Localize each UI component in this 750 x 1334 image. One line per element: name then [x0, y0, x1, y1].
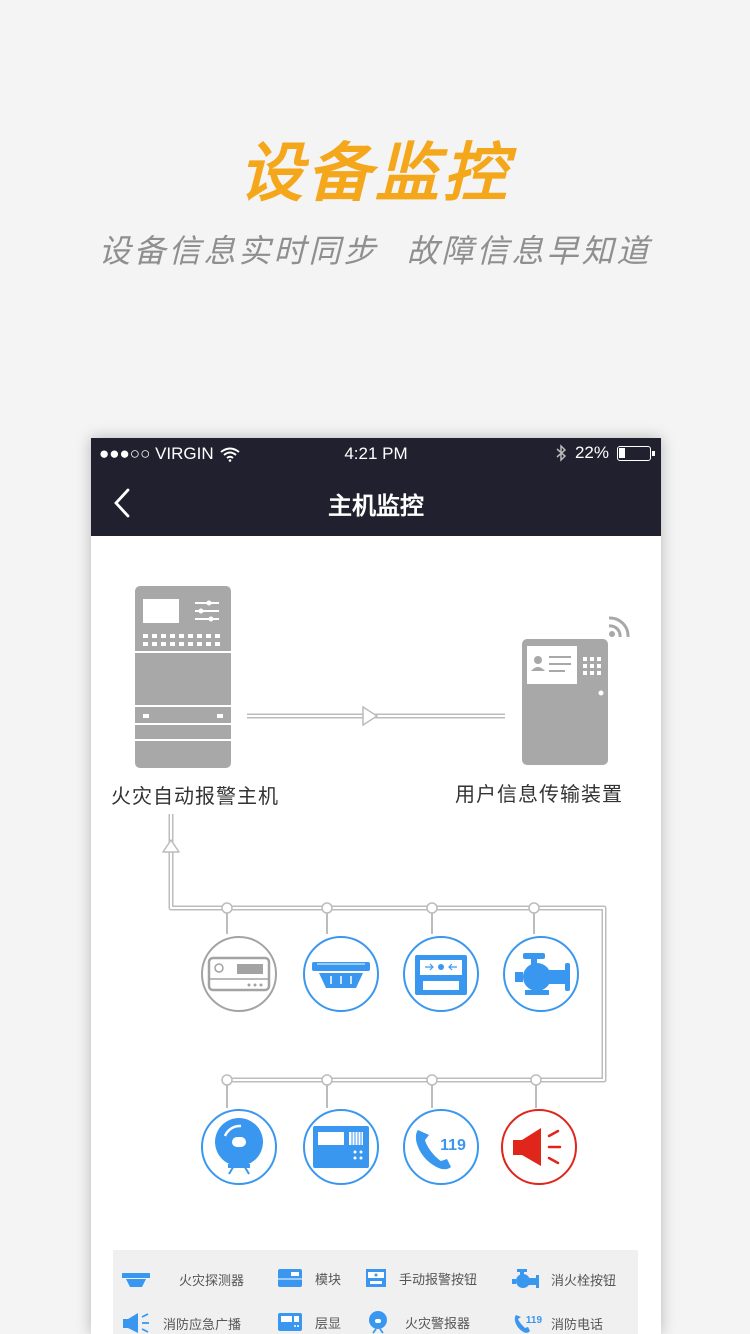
legend-item-detector: 火灾探测器	[121, 1270, 244, 1289]
hydrant-button-icon	[512, 1269, 539, 1288]
legend-label: 消防应急广播	[163, 1317, 242, 1333]
promo-sub-left: 设备信息实时同步	[98, 232, 379, 270]
module-device-icon[interactable]	[201, 936, 277, 1012]
phone-number-label: 119	[440, 1137, 466, 1154]
module-icon	[278, 1269, 302, 1287]
floor-display-device-icon[interactable]	[303, 1109, 379, 1185]
alarm-bell-device-icon[interactable]	[201, 1109, 277, 1185]
manual-button-icon	[366, 1269, 386, 1287]
legend-label: 消火栓按钮	[551, 1273, 617, 1289]
legend-label: 火灾警报器	[405, 1316, 471, 1332]
promo-headline: 设备监控	[239, 137, 511, 211]
status-bar: ●●●○○ VIRGIN 4:21 PM 22%	[91, 438, 661, 470]
carrier-label: ●●●○○ VIRGIN	[99, 444, 214, 463]
legend-label: 手动报警按钮	[399, 1272, 478, 1288]
battery-level	[619, 447, 626, 458]
battery-icon	[617, 445, 655, 461]
legend-panel: 火灾探测器 模块 手动报警按钮 消火栓按钮 消防应急广播 层显 火灾警报器 11…	[113, 1250, 638, 1334]
manual-button-device-icon[interactable]	[403, 936, 479, 1012]
host-cabinet-icon	[135, 586, 231, 768]
legend-item-manual-button: 手动报警按钮	[365, 1268, 477, 1288]
wireless-signal-icon	[608, 616, 630, 638]
legend-label: 模块	[315, 1272, 342, 1288]
floor-display-icon	[278, 1313, 302, 1331]
alarm-bell-icon	[369, 1311, 387, 1334]
back-button[interactable]	[111, 486, 135, 520]
legend-label: 火灾探测器	[179, 1274, 245, 1289]
legend-label: 消防电话	[551, 1317, 604, 1333]
promo-subline: 设备信息实时同步故障信息早知道	[0, 226, 750, 272]
legend-item-hydrant-button: 消火栓按钮	[511, 1268, 616, 1290]
diagram-canvas: 119	[135, 586, 630, 1185]
system-diagram: 119 火灾自动报警主机 用户信息传输装置	[91, 536, 661, 1256]
carrier-info: ●●●○○ VIRGIN	[99, 444, 240, 464]
broadcast-icon	[123, 1313, 149, 1333]
user-device-label: 用户信息传输装置	[455, 782, 623, 806]
host-label: 火灾自动报警主机	[111, 784, 279, 808]
battery-percent: 22%	[574, 443, 609, 462]
promo-sub-right: 故障信息早知道	[406, 232, 652, 270]
legend-label: 层显	[315, 1316, 342, 1332]
page-title: 主机监控	[328, 492, 424, 520]
bluetooth-icon	[556, 444, 567, 462]
legend-item-broadcast: 消防应急广播	[121, 1312, 241, 1334]
detector-device-icon[interactable]	[303, 936, 379, 1012]
hydrant-button-device-icon[interactable]	[503, 936, 579, 1012]
legend-phone-number: 119	[526, 1315, 543, 1326]
host-to-user-link	[247, 705, 505, 727]
status-right: 22%	[555, 443, 655, 463]
bus-lines	[162, 814, 607, 1108]
detector-icon	[122, 1272, 150, 1287]
legend-item-floor-display: 层显	[277, 1312, 341, 1332]
top-bar: ●●●○○ VIRGIN 4:21 PM 22% 主机监控	[91, 438, 661, 536]
wifi-icon	[220, 447, 240, 462]
transmission-device-icon	[522, 639, 608, 765]
status-time: 4:21 PM	[344, 444, 408, 463]
phone-screen: ●●●○○ VIRGIN 4:21 PM 22% 主机监控	[91, 438, 661, 1334]
fire-phone-device-icon[interactable]: 119	[403, 1109, 479, 1185]
fire-phone-icon: 119	[514, 1315, 543, 1333]
broadcast-device-icon[interactable]	[501, 1109, 577, 1185]
legend-item-fire-phone: 119 消防电话	[513, 1312, 603, 1334]
legend-item-module: 模块	[277, 1268, 341, 1288]
legend-item-alarm-bell: 火灾警报器	[367, 1310, 470, 1334]
